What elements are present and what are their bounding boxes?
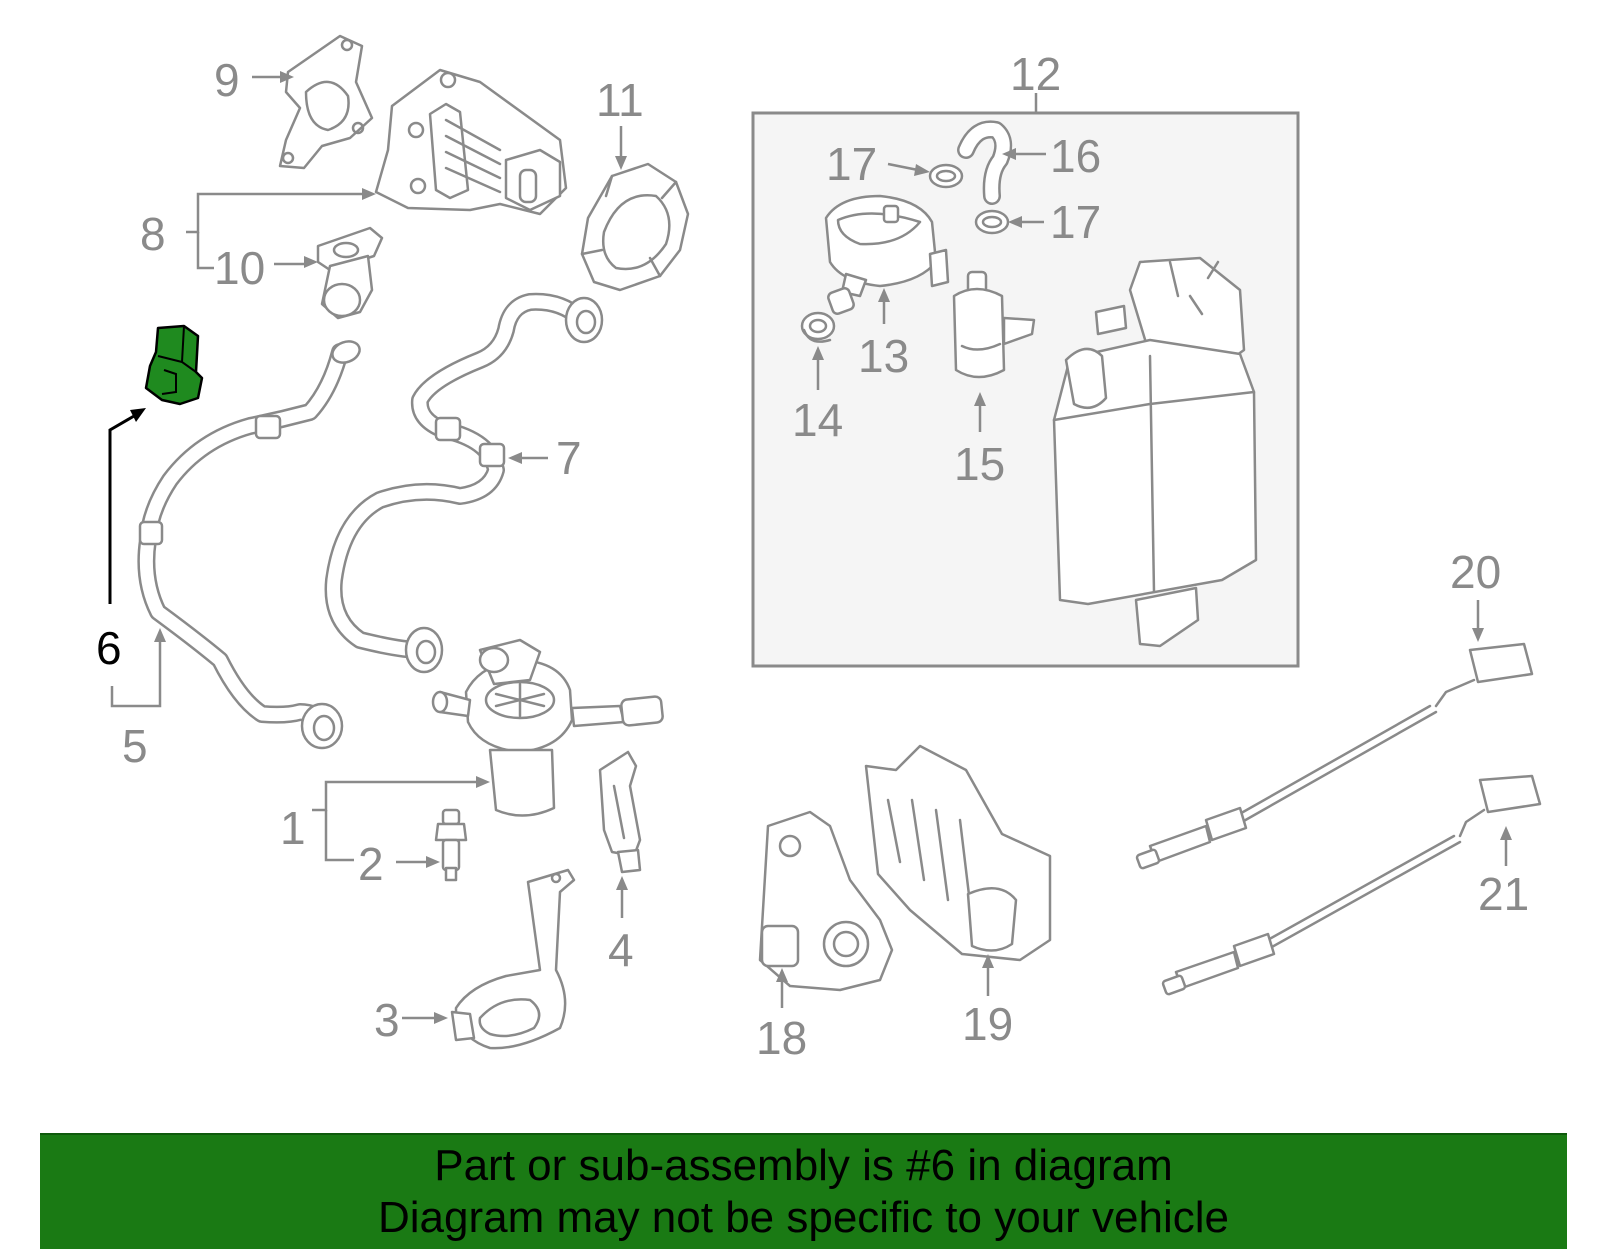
callout-7: 7 [556,432,582,484]
charcoal-canister [1052,256,1258,648]
callout-10: 10 [214,242,265,294]
part-4-bracket [598,750,642,874]
part-1-air-pump [431,638,664,817]
callout-18: 18 [756,1012,807,1064]
callout-numbers: 1 2 3 4 5 6 7 8 9 10 11 12 13 14 15 16 1… [96,48,1529,1064]
part-15-filter [952,270,1036,379]
part-18-module [758,810,894,992]
callout-21: 21 [1478,868,1529,920]
callout-17-upper: 17 [826,138,877,190]
callout-12: 12 [1010,48,1061,100]
callout-14: 14 [792,394,843,446]
info-banner: Part or sub-assembly is #6 in diagram Di… [40,1133,1567,1249]
part-21-oxygen-sensor [1161,774,1542,996]
callout-3: 3 [374,994,400,1046]
part-11-housing [580,162,690,292]
callout-20: 20 [1450,546,1501,598]
part-6-sensor-highlighted[interactable] [144,324,204,406]
callout-6: 6 [96,622,122,674]
callout-17-lower: 17 [1050,196,1101,248]
part-19-module [864,744,1052,962]
callout-19: 19 [962,998,1013,1050]
part-7-hose [324,292,604,674]
part-3-bracket [450,868,576,1050]
callout-5: 5 [122,720,148,772]
callout-2: 2 [358,838,384,890]
banner-line-2: Diagram may not be specific to your vehi… [377,1193,1230,1242]
callout-15: 15 [954,438,1005,490]
callout-1: 1 [280,802,306,854]
part-17-clamp-upper [928,163,964,189]
part-16-hose [957,120,1013,205]
part-17-clamp-lower [974,209,1010,235]
callout-16: 16 [1050,130,1101,182]
part-14-grommet [800,311,836,343]
part-2-bolt [434,808,468,882]
part-20-oxygen-sensor [1135,642,1534,870]
part-10-valve [316,226,384,320]
part-8-valve [374,68,568,216]
leader-lines [108,71,1512,1024]
banner-line-1: Part or sub-assembly is #6 in diagram [434,1141,1173,1190]
callout-8: 8 [140,208,166,260]
part-5-hose [137,340,361,750]
callout-11: 11 [596,74,644,126]
part-13-purge-valve [824,194,950,315]
callout-9: 9 [214,54,240,106]
callout-4: 4 [608,924,634,976]
callout-13: 13 [858,330,909,382]
part-9-gasket [278,34,374,170]
